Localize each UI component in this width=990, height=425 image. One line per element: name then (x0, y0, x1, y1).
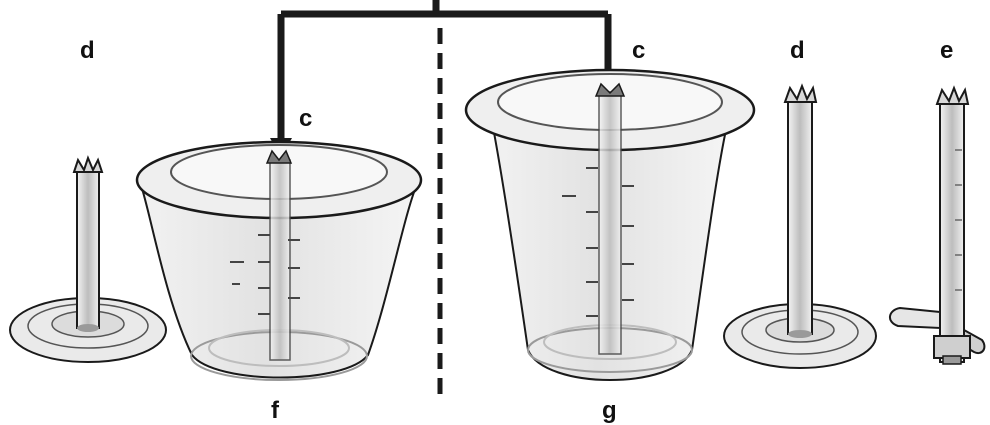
label-c-left: c (299, 105, 312, 132)
connector-arrows (277, 0, 612, 140)
label-e: e (940, 37, 953, 64)
disc-holder-right (723, 83, 877, 369)
large-bowl (464, 68, 756, 381)
label-g: g (602, 397, 617, 424)
small-bowl-scale (230, 234, 300, 315)
label-d-left: d (80, 37, 95, 64)
label-d-right: d (790, 37, 805, 64)
blade-shaft (889, 85, 986, 365)
disc-holder-left (9, 155, 167, 363)
small-bowl (135, 140, 423, 381)
large-bowl-scale (562, 167, 634, 317)
label-f: f (271, 397, 280, 424)
label-c-right: c (632, 37, 645, 64)
